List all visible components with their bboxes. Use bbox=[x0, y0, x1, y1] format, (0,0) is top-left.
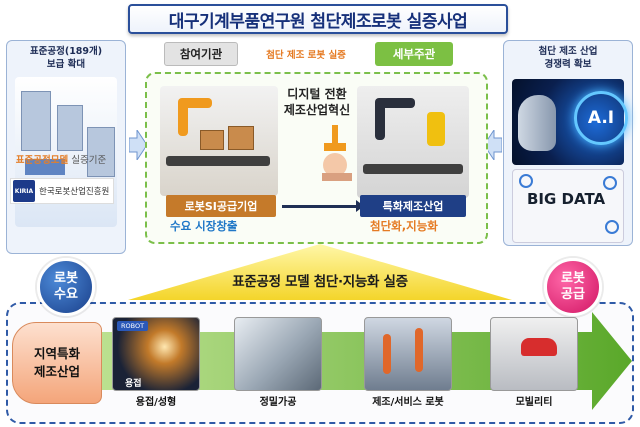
industry-precision: 정밀가공 bbox=[234, 317, 322, 417]
std-model-bold: 표준공정모델 bbox=[15, 155, 69, 166]
bigdata-illustration: BIG DATA bbox=[512, 169, 624, 243]
digital-transition-text: 디지털 전환 제조산업혁신 bbox=[272, 86, 362, 118]
industry-service-robot: 제조/서비스 로봇 bbox=[364, 317, 452, 417]
page-title: 대구기계부품연구원 첨단제조로봇 실증사업 bbox=[128, 4, 508, 34]
industry-caption: 모빌리티 bbox=[515, 397, 553, 408]
region-line2: 제조산업 bbox=[33, 364, 80, 379]
demo-tag: 첨단 제조 로봇 실증 bbox=[266, 50, 346, 61]
chart-icon bbox=[603, 176, 617, 190]
industry-welding: ROBOT 용접 용접/성형 bbox=[112, 317, 200, 417]
right-panel-title: 첨단 제조 산업 경쟁력 확보 bbox=[504, 45, 632, 71]
kiria-logo-block: KIRIA 한국로봇산업진흥원 bbox=[10, 178, 114, 204]
precision-photo bbox=[234, 317, 322, 391]
robot-arm-icon bbox=[178, 100, 188, 136]
service-robot-photo bbox=[364, 317, 452, 391]
left-panel-title: 표준공정(189개) 보급 확대 bbox=[7, 45, 125, 71]
left-arrow-icon bbox=[484, 130, 502, 160]
robot-supply-circle: 로봇 공급 bbox=[544, 258, 602, 316]
welding-overlay-text: 용접 bbox=[125, 379, 142, 389]
welding-tag-badge: ROBOT bbox=[117, 321, 149, 331]
std-model-caption: 표준공정모델 실증기준 bbox=[6, 152, 116, 166]
robot-hand-icon bbox=[322, 125, 352, 181]
right-panel: 첨단 제조 산업 경쟁력 확보 A.I BIG DATA bbox=[503, 40, 633, 246]
robot-head-icon bbox=[518, 95, 556, 151]
left-panel-title-line2: 보급 확대 bbox=[46, 59, 86, 70]
standard-process-banner: 표준공정 모델 첨단·지능화 실증 bbox=[232, 274, 408, 290]
digital-line2: 제조산업혁신 bbox=[283, 103, 351, 117]
industry-caption: 용접/성형 bbox=[135, 397, 177, 408]
welding-photo: ROBOT 용접 bbox=[112, 317, 200, 391]
robot-demand-circle: 로봇 수요 bbox=[37, 258, 95, 316]
mobility-photo bbox=[490, 317, 578, 391]
robot-demand-text: 로봇 수요 bbox=[54, 271, 78, 302]
left-panel-title-line1: 표준공정(189개) bbox=[29, 46, 103, 57]
cloud-icon bbox=[519, 174, 533, 188]
up-arrow-icon bbox=[128, 244, 512, 300]
right-panel-title-line2: 경쟁력 확보 bbox=[544, 59, 592, 70]
advancement-text: 첨단화,지능화 bbox=[370, 219, 438, 233]
left-panel: 표준공정(189개) 보급 확대 bbox=[6, 40, 126, 254]
ai-illustration: A.I bbox=[512, 79, 628, 165]
car-icon bbox=[521, 338, 557, 356]
region-line1: 지역특화 bbox=[33, 346, 80, 361]
detail-tag: 세부주관 bbox=[375, 42, 453, 66]
digital-line1: 디지털 전환 bbox=[287, 87, 347, 101]
std-model-rest: 실증기준 bbox=[68, 155, 107, 166]
special-industry-illustration bbox=[357, 86, 469, 198]
industry-mobility: 모빌리티 bbox=[490, 317, 578, 417]
special-industry-label: 특화제조산업 bbox=[360, 195, 466, 217]
gear-icon bbox=[605, 220, 619, 234]
ai-ring-icon: A.I bbox=[574, 91, 628, 145]
right-arrow-icon bbox=[129, 130, 147, 160]
robot-supply-text: 로봇 공급 bbox=[561, 271, 585, 302]
robot-line-illustration bbox=[160, 86, 278, 196]
demand-market-text: 수요 시장창출 bbox=[170, 219, 238, 233]
kiria-logo: KIRIA bbox=[13, 180, 35, 202]
regional-industry-box: 지역특화 제조산업 bbox=[12, 322, 102, 404]
right-panel-title-line1: 첨단 제조 산업 bbox=[538, 46, 598, 57]
robot-si-supplier-label: 로봇SI공급기업 bbox=[166, 195, 276, 217]
industry-caption: 정밀가공 bbox=[259, 397, 297, 408]
industry-caption: 제조/서비스 로봇 bbox=[372, 397, 444, 408]
bigdata-text: BIG DATA bbox=[527, 190, 606, 208]
kiria-name: 한국로봇산업진흥원 bbox=[39, 187, 110, 197]
participate-tag: 참여기관 bbox=[164, 42, 238, 66]
center-right-arrow bbox=[282, 200, 364, 212]
